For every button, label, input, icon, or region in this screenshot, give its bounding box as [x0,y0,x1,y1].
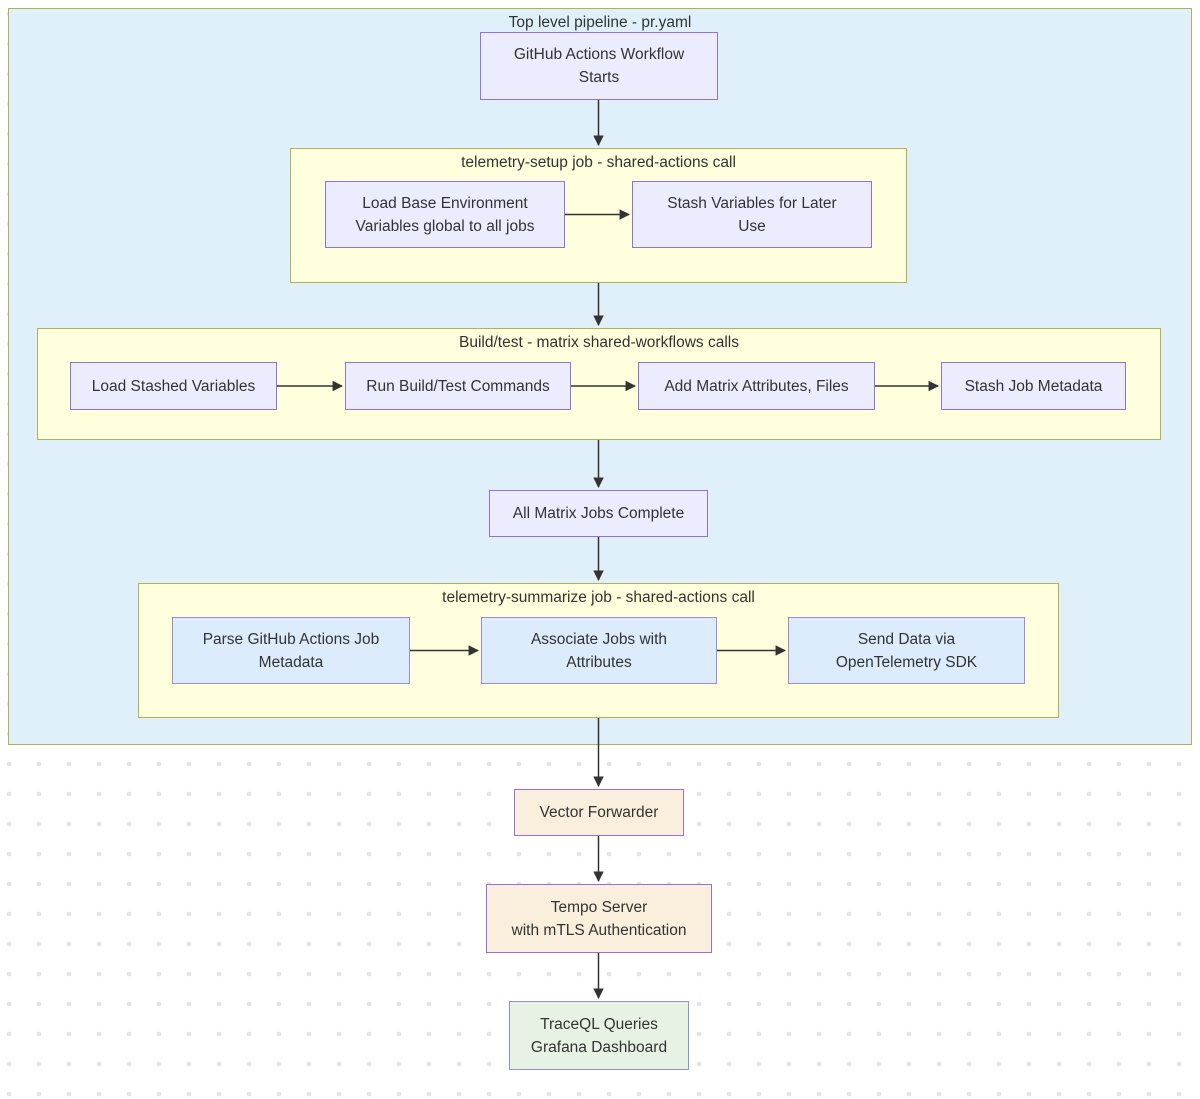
node-traceql-queries-grafana-dashboard: TraceQL Queries Grafana Dashboard [509,1001,689,1070]
subgraph-top-level-pipeline-title: Top level pipeline - pr.yaml [508,14,692,31]
node-vector-forwarder: Vector Forwarder [514,789,684,836]
node-run-build-test-commands: Run Build/Test Commands [345,362,571,410]
node-parse-github-actions-job-metadata: Parse GitHub Actions Job Metadata [172,617,410,684]
node-all-matrix-jobs-complete: All Matrix Jobs Complete [489,490,708,537]
node-associate-jobs-with-attributes: Associate Jobs with Attributes [481,617,717,684]
subgraph-telemetry-setup-title: telemetry-setup job - shared-actions cal… [461,154,736,171]
node-load-stashed-variables: Load Stashed Variables [70,362,277,410]
node-load-base-environment-variables: Load Base Environment Variables global t… [325,181,565,248]
node-stash-variables-for-later-use: Stash Variables for Later Use [632,181,872,248]
subgraph-build-test-matrix-title: Build/test - matrix shared-workflows cal… [459,334,739,351]
subgraph-telemetry-summarize-title: telemetry-summarize job - shared-actions… [442,589,755,606]
node-stash-job-metadata: Stash Job Metadata [941,362,1126,410]
node-tempo-server-mtls: Tempo Server with mTLS Authentication [486,884,712,953]
node-add-matrix-attributes-files: Add Matrix Attributes, Files [638,362,875,410]
node-send-data-via-opentelemetry-sdk: Send Data via OpenTelemetry SDK [788,617,1025,684]
node-github-actions-workflow-starts: GitHub Actions Workflow Starts [480,32,718,100]
